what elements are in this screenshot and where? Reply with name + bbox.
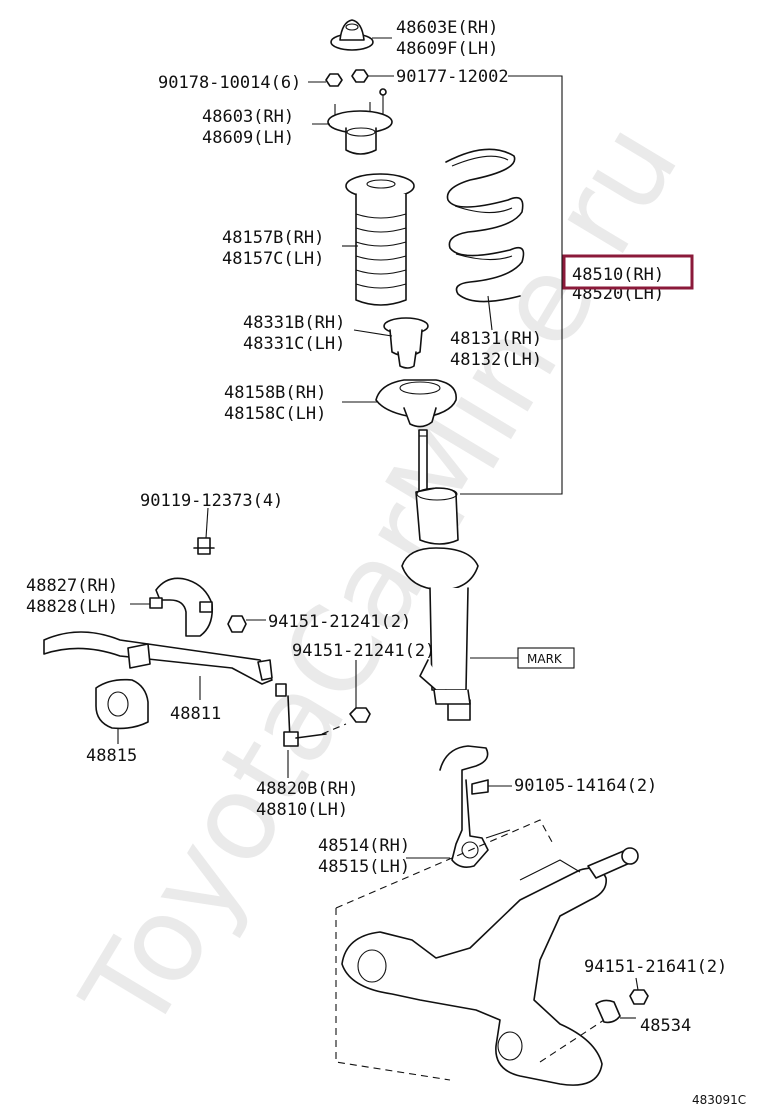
label-48132: 48132(LH) bbox=[450, 350, 542, 370]
label-48158C: 48158C(LH) bbox=[224, 404, 326, 424]
label-48828: 48828(LH) bbox=[26, 597, 118, 617]
shock-absorber-part[interactable] bbox=[401, 429, 479, 721]
label-48811: 48811 bbox=[170, 704, 221, 724]
label-48157C: 48157C(LH) bbox=[222, 249, 324, 269]
mark-callout: MARK bbox=[470, 647, 575, 669]
lower-arm-part[interactable] bbox=[341, 847, 639, 1086]
leader-lines-top bbox=[308, 37, 563, 495]
label-48609: 48609(LH) bbox=[202, 128, 294, 148]
label-48815: 48815 bbox=[86, 746, 137, 766]
upper-cap-part[interactable] bbox=[330, 19, 374, 51]
label-94151-c: 94151-21641(2) bbox=[584, 957, 727, 977]
label-94151-a: 94151-21241(2) bbox=[268, 612, 411, 632]
label-94151-b: 94151-21241(2) bbox=[292, 641, 435, 661]
stabilizer-bracket-bolt-part[interactable] bbox=[193, 507, 215, 555]
label-48810: 48810(LH) bbox=[256, 800, 348, 820]
label-90177: 90177-12002 bbox=[396, 67, 509, 87]
mark-label: MARK bbox=[527, 652, 563, 666]
label-48603E: 48603E(RH) bbox=[396, 18, 498, 38]
leader-lines-lower bbox=[406, 857, 636, 1019]
label-48131: 48131(RH) bbox=[450, 329, 542, 349]
label-90105: 90105-14164(2) bbox=[514, 776, 657, 796]
stabilizer-link-part[interactable] bbox=[275, 683, 347, 747]
label-48510[interactable]: 48510(RH) bbox=[572, 265, 664, 285]
stabilizer-bushing-part[interactable] bbox=[95, 678, 149, 730]
diagram-code: 483091C bbox=[692, 1093, 746, 1107]
label-48609F: 48609F(LH) bbox=[396, 39, 498, 59]
label-48820B: 48820B(RH) bbox=[256, 779, 358, 799]
highlight-box bbox=[562, 254, 694, 290]
arm-nut-part[interactable] bbox=[629, 977, 649, 1005]
upper-support-part[interactable] bbox=[327, 88, 393, 155]
label-90119: 90119-12373(4) bbox=[140, 491, 283, 511]
coil-spring-part[interactable] bbox=[445, 148, 525, 303]
label-48331C: 48331C(LH) bbox=[243, 334, 345, 354]
label-48515: 48515(LH) bbox=[318, 857, 410, 877]
stabilizer-bracket-part[interactable] bbox=[149, 577, 214, 637]
labels: 48603E(RH) 48609F(LH) 90178-10014(6) 901… bbox=[26, 18, 746, 1107]
label-48534: 48534 bbox=[640, 1016, 691, 1036]
lower-bracket-part[interactable] bbox=[439, 745, 512, 868]
label-48603: 48603(RH) bbox=[202, 107, 294, 127]
bump-stopper-part[interactable] bbox=[383, 317, 429, 369]
nut-90178-part[interactable] bbox=[325, 73, 343, 87]
arm-bushing-part[interactable] bbox=[595, 999, 621, 1024]
label-48331B: 48331B(RH) bbox=[243, 313, 345, 333]
label-48158B: 48158B(RH) bbox=[224, 383, 326, 403]
leader-lines-stabilizer bbox=[117, 603, 357, 778]
dust-boot-part[interactable] bbox=[345, 173, 415, 306]
nut-90177-part[interactable] bbox=[351, 69, 369, 83]
stabilizer-nut-a-part[interactable] bbox=[227, 615, 247, 633]
label-90178: 90178-10014(6) bbox=[158, 73, 301, 93]
label-48514: 48514(RH) bbox=[318, 836, 410, 856]
label-48157B: 48157B(RH) bbox=[222, 228, 324, 248]
spring-seat-part[interactable] bbox=[375, 379, 457, 428]
label-48827: 48827(RH) bbox=[26, 576, 118, 596]
guide-lines-lower bbox=[335, 819, 605, 1081]
stabilizer-bar-part[interactable] bbox=[43, 631, 273, 685]
